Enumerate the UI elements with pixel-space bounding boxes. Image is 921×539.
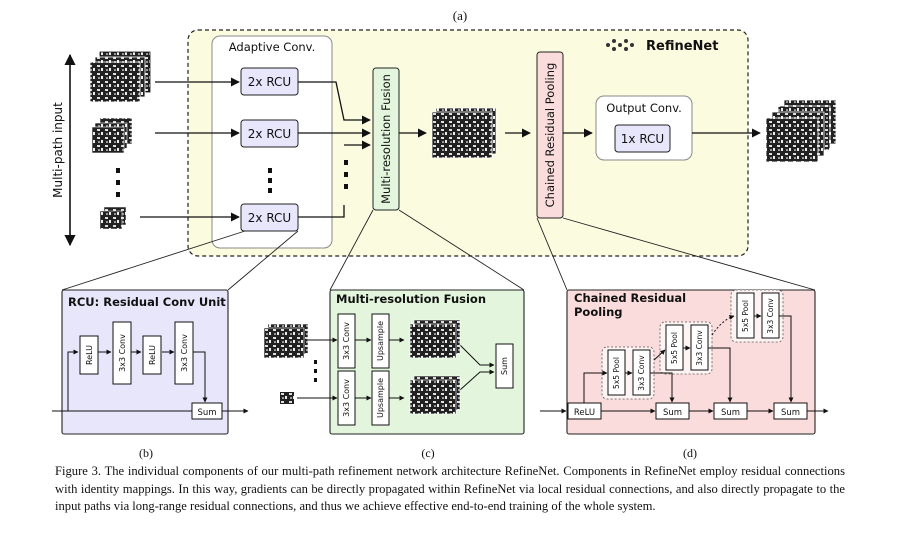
rcu-block-2: 2x RCU [240,119,299,148]
rcu-1x-block: 1x RCU [614,124,671,153]
crp-conv-2: 3x3 Conv [690,324,709,371]
crp-detail-arrows [540,313,829,414]
svg-text:Sum: Sum [721,408,740,418]
svg-text:ReLU: ReLU [574,408,595,418]
svg-text:5x5 Pool: 5x5 Pool [741,300,750,332]
mrf-feature-images [409,319,461,415]
crp-pool-2: 5x5 Pool [665,324,684,371]
svg-text:5x5 Pool: 5x5 Pool [670,332,679,364]
input-images [89,51,151,230]
crp-detail-title-2: Pooling [574,305,623,319]
svg-text:ReLU: ReLU [148,345,157,365]
crp-sum-2: Sum [713,402,748,420]
panel-a-label: (a) [453,8,467,23]
svg-text:2x RCU: 2x RCU [248,127,291,141]
rcu-sum: Sum [191,402,223,420]
input-arrows [140,77,240,222]
svg-text:5x5 Pool: 5x5 Pool [612,357,621,389]
fused-feature-image [431,107,497,159]
svg-text:3x3 Conv: 3x3 Conv [695,330,704,366]
crp-vertical-label: Chained Residual Pooling [543,63,557,208]
rcu-relu-1: ReLU [79,335,99,375]
svg-text:ReLU: ReLU [85,345,94,365]
svg-text:3x3 Conv: 3x3 Conv [180,334,189,372]
svg-text:Sum: Sum [781,408,800,418]
svg-text:Upsample: Upsample [376,321,385,361]
crp-conv-1: 3x3 Conv [632,349,651,396]
output-conv-label: Output Conv. [606,101,682,115]
panel-b-label: (b) [139,446,153,460]
mrf-conv-top: 3x3 Conv [337,313,356,369]
crp-pool-1: 5x5 Pool [607,349,626,396]
svg-text:3x3 Conv: 3x3 Conv [118,334,127,372]
rcu-block-1: 2x RCU [240,67,299,96]
svg-text:Sum: Sum [197,408,216,418]
fusion-dots [344,160,348,189]
mrf-vertical-label: Multi-resolution Fusion [379,74,393,204]
rcu-dots [268,168,272,193]
svg-text:3x3 Conv: 3x3 Conv [342,379,351,417]
panel-c-label: (c) [421,446,434,460]
mrf-conv-bottom: 3x3 Conv [337,370,356,426]
mrf-upsample-bottom: Upsample [371,370,390,426]
rcu-relu-2: ReLU [142,335,162,375]
rcu-block-3: 2x RCU [240,203,299,232]
rcu-detail-title: RCU: Residual Conv Unit [68,295,226,309]
mrf-upsample-top: Upsample [371,313,390,369]
rcu-to-fusion-arrows [298,81,371,218]
rcu-conv-1: 3x3 Conv [112,321,132,385]
svg-text:Upsample: Upsample [376,378,385,418]
mrf-detail-title: Multi-resolution Fusion [336,292,486,306]
svg-text:3x3 Conv: 3x3 Conv [637,355,646,391]
refinenet-title: RefineNet [646,39,718,54]
crp-relu: ReLU [567,402,602,420]
multi-resolution-fusion-block [372,67,400,211]
mrf-sum: Sum [495,343,514,389]
mrf-input-images [263,323,317,404]
svg-text:3x3 Conv: 3x3 Conv [766,298,775,334]
crp-conv-3: 3x3 Conv [761,292,780,339]
refinenet-logo-icon [606,39,634,51]
panel-d-label: (d) [683,446,697,460]
figure-caption: Figure 3. The individual components of o… [55,464,845,513]
crp-sum-1: Sum [655,402,690,420]
crp-pool-3: 5x5 Pool [736,292,755,339]
mrf-detail-arrows [297,337,495,401]
svg-text:Sum: Sum [663,408,682,418]
architecture-figure: (a) Multi-path input RefineNet Adaptive … [51,8,837,460]
svg-text:2x RCU: 2x RCU [248,211,291,225]
svg-text:2x RCU: 2x RCU [248,75,291,89]
svg-text:3x3 Conv: 3x3 Conv [342,322,351,360]
crp-sum-3: Sum [773,402,808,420]
rcu-conv-2: 3x3 Conv [174,321,194,385]
crp-detail-title-1: Chained Residual [574,291,686,305]
svg-text:1x RCU: 1x RCU [621,132,664,146]
chained-residual-pooling-block [536,51,564,219]
multi-path-input-label: Multi-path input [51,102,65,198]
adaptive-conv-label: Adaptive Conv. [229,40,315,54]
svg-text:Sum: Sum [500,357,509,375]
output-images [765,99,837,163]
zoom-lines [61,209,816,291]
